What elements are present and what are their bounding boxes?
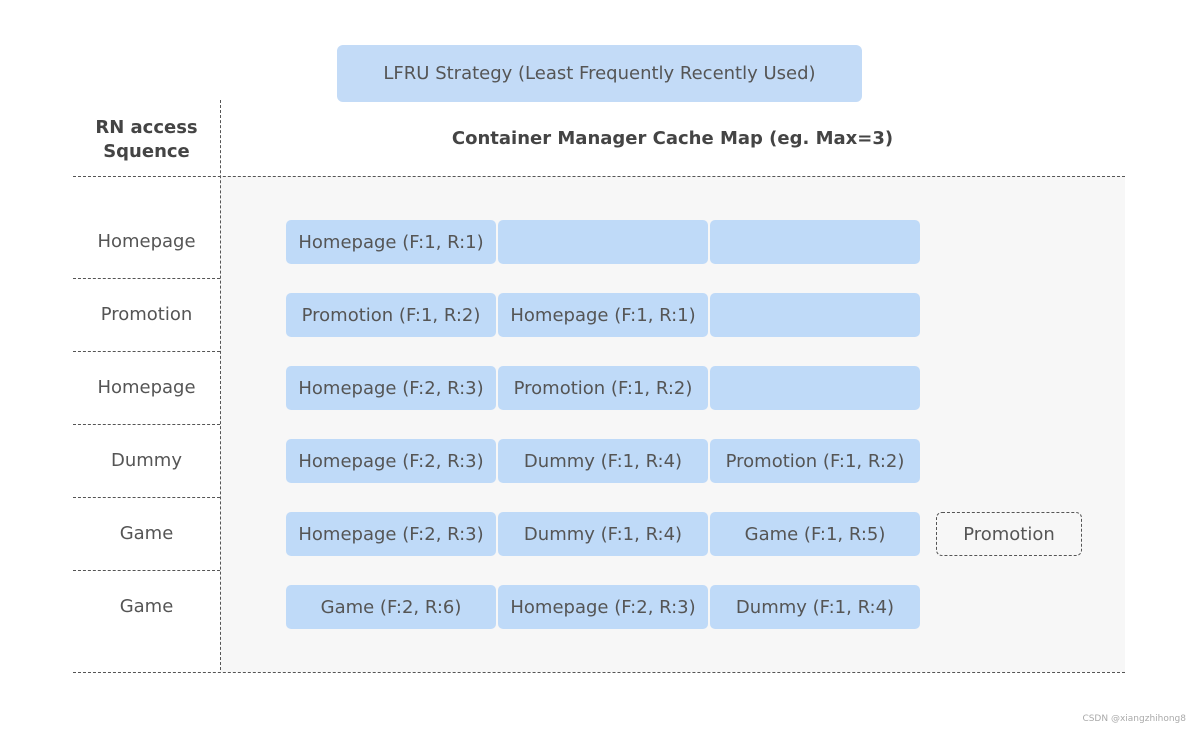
- empty-cache-slot: [498, 220, 708, 264]
- row-divider: [73, 351, 220, 352]
- access-sequence-header: RN access Squence: [95, 117, 198, 162]
- strategy-title: LFRU Strategy (Least Frequently Recently…: [337, 45, 862, 102]
- access-label: Game: [119, 596, 174, 617]
- cache-slot: Homepage (F:2, R:3): [286, 366, 496, 410]
- cache-slot: Homepage (F:2, R:3): [286, 439, 496, 483]
- row-divider: [73, 497, 220, 498]
- empty-cache-slot: [710, 220, 920, 264]
- cache-slot: Game (F:2, R:6): [286, 585, 496, 629]
- watermark: CSDN @xiangzhihong8: [1082, 714, 1186, 724]
- cache-slot: Dummy (F:1, R:4): [498, 439, 708, 483]
- cache-slot: Homepage (F:1, R:1): [498, 293, 708, 337]
- cache-slot: Promotion (F:1, R:2): [710, 439, 920, 483]
- access-label: Homepage: [97, 231, 196, 252]
- cache-slot: Homepage (F:2, R:3): [286, 512, 496, 556]
- access-label: Dummy: [111, 450, 182, 471]
- access-label: Promotion: [100, 304, 193, 325]
- evicted-entry: Promotion: [936, 512, 1082, 556]
- row-divider: [73, 424, 220, 425]
- cache-slot: Promotion (F:1, R:2): [498, 366, 708, 410]
- cache-slot: Homepage (F:2, R:3): [498, 585, 708, 629]
- access-label: Homepage: [97, 377, 196, 398]
- column-divider: [220, 100, 221, 670]
- header-divider: [73, 176, 1125, 177]
- row-divider: [73, 278, 220, 279]
- row-divider: [73, 570, 220, 571]
- cache-slot: Homepage (F:1, R:1): [286, 220, 496, 264]
- cache-slot: Game (F:1, R:5): [710, 512, 920, 556]
- cache-map-header: Container Manager Cache Map (eg. Max=3): [451, 128, 894, 149]
- empty-cache-slot: [710, 366, 920, 410]
- cache-slot: Dummy (F:1, R:4): [498, 512, 708, 556]
- empty-cache-slot: [710, 293, 920, 337]
- cache-slot: Dummy (F:1, R:4): [710, 585, 920, 629]
- bottom-divider: [73, 672, 1125, 673]
- cache-slot: Promotion (F:1, R:2): [286, 293, 496, 337]
- access-label: Game: [119, 523, 174, 544]
